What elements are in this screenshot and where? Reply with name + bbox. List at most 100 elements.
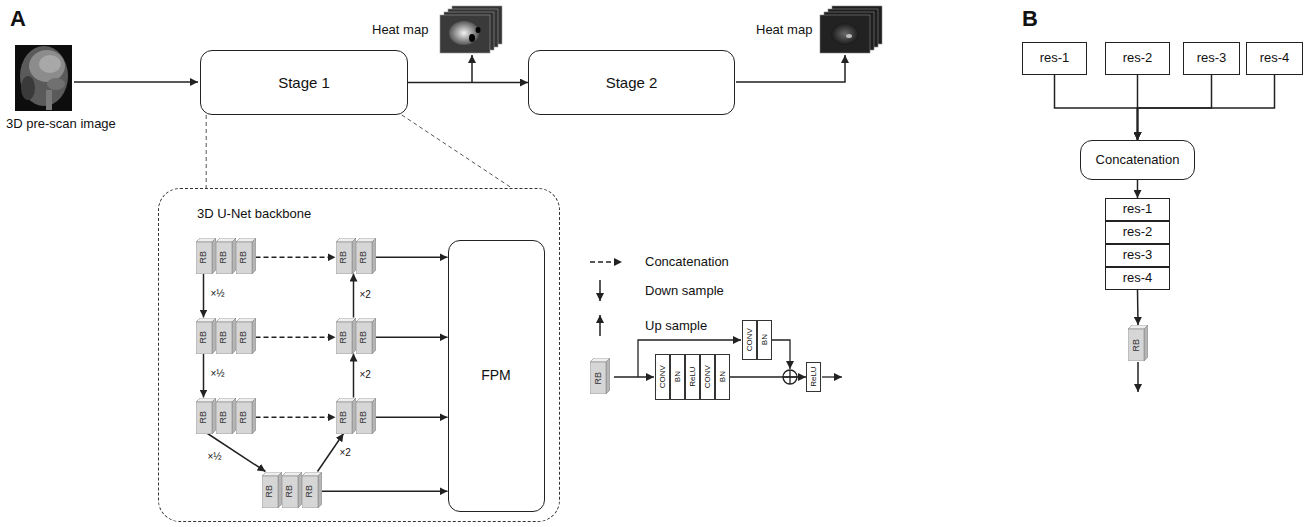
- residual-block: RB: [236, 318, 256, 354]
- region-title: 3D U-Net backbone: [197, 207, 311, 222]
- block-name: RB: [593, 372, 603, 385]
- layer-box: BN: [715, 354, 730, 400]
- residual-block: RB: [302, 472, 322, 508]
- residual-block: RB: [262, 472, 282, 508]
- block-input-wire: [614, 376, 654, 377]
- connector-line: [1055, 75, 1138, 140]
- layer-name: ReLU: [809, 367, 818, 387]
- residual-block: RB: [356, 238, 376, 274]
- box-label: res-2: [1123, 51, 1153, 66]
- block-name: RB: [338, 251, 348, 264]
- block-face: RB: [336, 322, 352, 354]
- process-box: res-3: [1105, 244, 1170, 267]
- layer-name: CONV: [703, 365, 712, 388]
- connector: [730, 377, 806, 378]
- panel-label: A: [10, 6, 26, 32]
- block-face: RB: [590, 362, 606, 394]
- block-face: RB: [262, 476, 278, 508]
- process-box: res-3: [1183, 42, 1240, 75]
- process-box: res-2: [1105, 42, 1170, 75]
- connector: [256, 417, 336, 418]
- layer-box: CONV: [742, 320, 757, 360]
- block-face: RB: [1128, 329, 1144, 361]
- box-label: Stage 1: [278, 74, 330, 91]
- box-label: res-1: [1040, 51, 1070, 66]
- residual-block: RB: [216, 318, 236, 354]
- image-label: Heat map: [372, 22, 428, 38]
- connector: [353, 274, 354, 318]
- block-face: RB: [336, 402, 352, 434]
- block-name: RB: [338, 411, 348, 424]
- layer-box: ReLU: [685, 354, 700, 400]
- skip-wire: [772, 340, 790, 369]
- residual-block: RB: [196, 398, 216, 434]
- connector: [256, 257, 336, 258]
- process-box: res-4: [1246, 42, 1303, 75]
- block-face: RB: [196, 402, 212, 434]
- scale-label: ×½: [210, 288, 226, 299]
- connector: [1138, 75, 1275, 140]
- residual-block: RB: [196, 238, 216, 274]
- connector: [203, 274, 204, 318]
- layer-box: CONV: [655, 354, 670, 400]
- block-face: RB: [336, 242, 352, 274]
- block-name: RB: [198, 411, 208, 424]
- layer-box: ReLU: [806, 362, 821, 392]
- scale-label: ×2: [359, 289, 372, 300]
- connector: [206, 115, 207, 188]
- input-arrow: [74, 81, 198, 83]
- connector: [256, 337, 336, 338]
- block-name: RB: [284, 485, 294, 498]
- block-face: RB: [196, 322, 212, 354]
- block-name: RB: [358, 411, 368, 424]
- block-name: RB: [198, 331, 208, 344]
- legend-text: Down sample: [645, 283, 724, 299]
- connector: [208, 434, 266, 472]
- connector-line: [402, 115, 512, 188]
- block-face: RB: [356, 402, 372, 434]
- block-face: RB: [216, 322, 232, 354]
- scale-label: ×½: [207, 451, 223, 462]
- block-face: RB: [216, 402, 232, 434]
- connector: [353, 354, 354, 398]
- process-box: res-1: [1105, 198, 1170, 221]
- legend-text: Up sample: [645, 318, 707, 334]
- connector: [376, 417, 448, 418]
- block-name: RB: [1131, 339, 1141, 352]
- connector-line: [208, 434, 266, 472]
- block-face: RB: [302, 476, 318, 508]
- layer-name: BN: [760, 334, 769, 345]
- box-label: FPM: [481, 367, 511, 383]
- mri-image: [15, 45, 72, 111]
- layer-name: CONV: [745, 328, 754, 351]
- process-box: res-2: [1105, 221, 1170, 244]
- block-face: RB: [356, 242, 372, 274]
- scale-label: ×½: [210, 368, 226, 379]
- block-name: RB: [338, 331, 348, 344]
- image-caption: 3D pre-scan image: [6, 116, 116, 132]
- connector: [322, 491, 448, 492]
- connector: [402, 115, 512, 188]
- heat-map-stack: [820, 6, 882, 53]
- connector-line: [1137, 180, 1139, 198]
- heat-map-arrow: [471, 55, 473, 82]
- box-label: Concatenation: [1096, 153, 1180, 168]
- connector: [1137, 290, 1139, 325]
- layer-name: CONV: [658, 365, 667, 388]
- block-name: RB: [358, 251, 368, 264]
- block-name: RB: [198, 251, 208, 264]
- connector: [1055, 75, 1138, 140]
- block-name: RB: [238, 251, 248, 264]
- process-box: Stage 2: [528, 50, 735, 115]
- connector-line: [353, 354, 355, 398]
- process-box: Stage 1: [200, 50, 408, 115]
- scale-label: ×2: [339, 447, 352, 458]
- box-label: res-4: [1123, 271, 1153, 286]
- connector-line: [353, 274, 355, 318]
- block-name: RB: [304, 485, 314, 498]
- block-face: RB: [282, 476, 298, 508]
- connector-line: [376, 417, 448, 419]
- connector: [408, 82, 528, 83]
- block-name: RB: [218, 411, 228, 424]
- block-name: RB: [358, 331, 368, 344]
